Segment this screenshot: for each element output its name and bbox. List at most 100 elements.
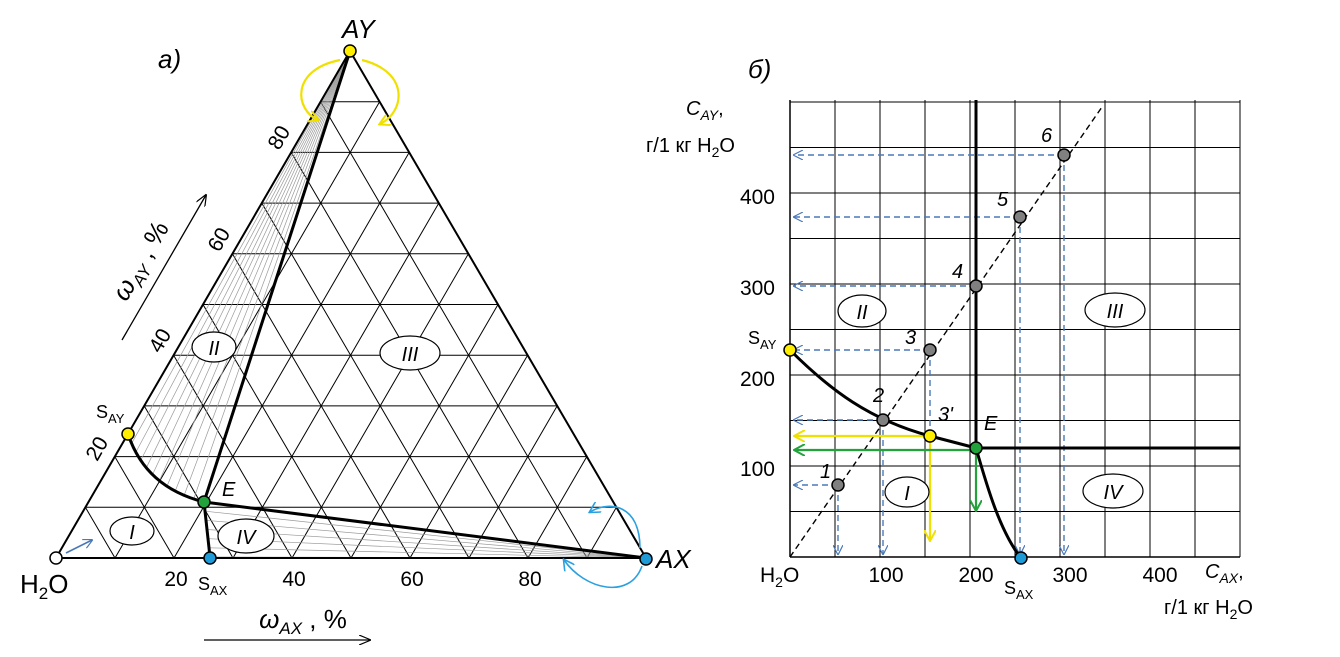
tie-line [183,50,351,496]
solubility-curve-say-e [126,433,205,504]
label-e-right: E [984,413,998,435]
y-axis-title-line1: CAY, [686,98,724,123]
grid-line-left-parallel [409,354,529,559]
tie-line [140,50,351,461]
label-point-1: 1 [820,461,831,483]
right-curve-say-e [788,348,977,450]
point-e-right [969,441,983,455]
cyan-cycle-arrow-top [590,506,641,549]
tie-line [205,519,647,559]
region-iv-left: IV [217,518,275,554]
point-ay [343,44,357,58]
x-axis-title-line1: CAX, [1205,561,1244,586]
tie-line [174,50,351,492]
ay-axis-arrow [121,195,206,341]
region-i-left: I [109,516,155,546]
y-axis-title-line2: г/1 кг H2O [646,135,735,160]
grid-line-left-parallel [232,202,440,559]
region-i-right: I [884,476,930,508]
solubility-curve-e-sax [202,501,212,558]
right-panel-label: б) [748,54,771,84]
ax-tick-40: 40 [282,568,305,591]
svg-text:III: III [402,344,419,366]
point-s-ax-left [203,551,217,565]
ay-tick-60: 60 [204,224,236,256]
label-s-ax-right: SAX [1004,578,1034,602]
left-panel-label: а) [158,44,181,74]
point-6 [1057,148,1071,162]
label-s-ay-left: SAY [96,402,125,426]
ax-tick-20: 20 [164,568,187,591]
tie-line [206,529,647,559]
svg-text:I: I [129,522,135,544]
right-panel: б) [646,54,1253,622]
grid-line-right-parallel [84,507,116,559]
vertex-label-ay: AY [340,14,376,44]
tie-line [159,50,351,481]
region-iii-right: III [1084,292,1146,328]
ax-axis-title: ωAX , % [259,604,347,638]
region-iv-right: IV [1082,473,1144,509]
label-s-ay-right: SAY [748,328,777,352]
yellow-cycle-arrow-right [361,58,400,124]
label-e-left: E [222,479,236,501]
vertex-label-h2o: H2O [20,569,68,603]
blue-arrow-h2o [65,540,92,554]
svg-text:I: I [904,483,910,505]
region-ii-left: II [191,331,237,363]
y-tick-300: 300 [740,277,775,300]
point-h2o [49,551,63,565]
tie-line [208,547,647,559]
point-s-ay-left [121,427,135,441]
tie-line [193,50,351,500]
y-tick-400: 400 [740,186,775,209]
label-point-3: 3 [905,327,916,349]
tie-line [145,50,351,468]
point-1 [831,478,845,492]
grid-line-right-parallel [114,456,175,559]
origin-label-h2o: H2O [760,564,799,590]
label-point-6: 6 [1041,125,1053,147]
yellow-cycle-arrow-left [300,58,341,120]
point-ax [639,552,653,566]
ax-tick-80: 80 [518,568,541,591]
y-tick-200: 200 [740,368,775,391]
tie-line [207,538,647,559]
label-s-ax-left: SAX [198,574,228,598]
point-3 [923,343,937,357]
grid-line-right-parallel [320,101,588,559]
right-curve-e-sax [974,447,1022,558]
grid-line-right-parallel [261,202,470,559]
triangle-grid [84,101,617,559]
tie-line [166,50,351,487]
ay-tick-40: 40 [145,325,177,357]
grid-line-right-parallel [173,354,293,559]
grid-line-left-parallel [586,507,617,559]
point-s-ax-right [1014,551,1028,565]
x-tick-400: 400 [1142,564,1177,587]
point-2 [876,413,890,427]
svg-text:II: II [208,338,220,360]
grid-line-left-parallel [468,405,558,559]
label-point-3-prime: 3' [938,404,954,426]
point-e-left [197,495,211,509]
ay-tick-20: 20 [82,433,114,465]
point-5 [1013,210,1027,224]
x-axis-title-line2: г/1 кг H2O [1164,597,1253,622]
region-ii-right: II [837,294,887,328]
region-iii-left: III [379,335,441,371]
left-panel: а) I II III IV [20,14,692,640]
tie-line [152,50,351,475]
grid-line-left-parallel [350,304,499,559]
label-point-5: 5 [997,189,1009,211]
svg-text:IV: IV [237,527,258,549]
ax-tick-60: 60 [400,568,423,591]
vertex-label-ax: AX [654,544,692,574]
triangle-outline [54,49,648,559]
x-tick-200: 200 [958,564,993,587]
line-e-ax [203,500,647,560]
line-e-ay [202,50,352,503]
cyan-cycle-arrow-bottom [564,560,643,589]
x-tick-300: 300 [1052,564,1087,587]
